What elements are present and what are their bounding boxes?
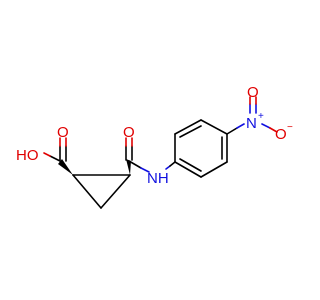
nitro-n-o-right-bond-blue [261, 123, 271, 129]
amide-c-n-bond-blue [140, 167, 150, 173]
carboxyl-wedge-bond [58, 159, 73, 175]
amide-nh-label: NH [147, 170, 169, 187]
aryl-nitro-bond-blue [236, 123, 245, 129]
n-aryl-bond [169, 161, 176, 167]
aryl-nitro-bond [226, 127, 238, 135]
molecule-structure: O HO O NH N + O O − [16, 84, 293, 209]
nitro-oxygen-top-label: O [247, 84, 259, 101]
amide-wedge-bond [126, 159, 131, 175]
carboxyl-oxygen-label: O [57, 124, 69, 141]
ring-bond-right-bottom [100, 174, 131, 209]
benzene-inner-bond-3 [179, 158, 202, 172]
carboxyl-c-oh-bond-red [43, 152, 51, 157]
nitro-n-o-right-bond-red [269, 127, 278, 133]
ring-bond-left-bottom [72, 174, 102, 209]
nitro-nitrogen-charge: + [258, 111, 264, 122]
amide-oxygen-label: O [123, 124, 135, 141]
nitro-oxygen-charge: − [287, 122, 293, 133]
benzene-bond-6 [174, 161, 202, 178]
carboxyl-hydroxyl-label: HO [16, 147, 39, 164]
nitro-nitrogen-label: N [246, 115, 257, 132]
nitro-oxygen-right-label: O [275, 126, 287, 143]
amide-c-n-bond [128, 160, 142, 169]
carboxyl-c-oh-bond [49, 155, 61, 162]
benzene-bond-3 [200, 119, 228, 135]
benzene-bond-2 [174, 119, 202, 135]
benzene-bond-5 [200, 161, 228, 178]
benzene-inner-bond-1 [179, 125, 202, 138]
n-aryl-bond-blue [165, 165, 171, 170]
